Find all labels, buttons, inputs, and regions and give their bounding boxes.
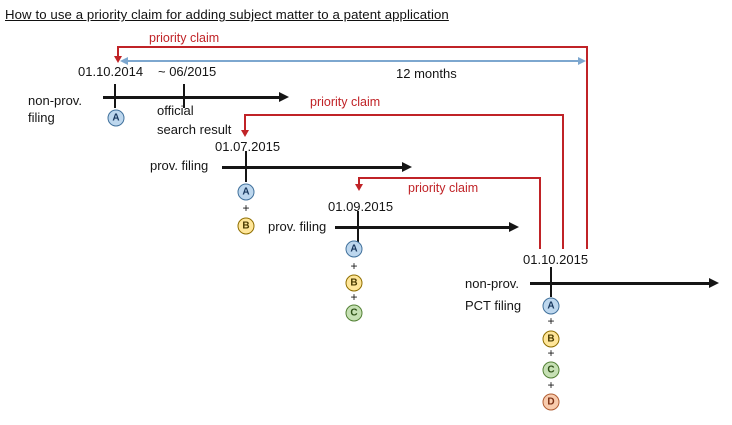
priority-claim-line-1-vertical [586, 46, 588, 249]
priority-claim-3-arrow-down-icon [355, 184, 363, 191]
arrow-left-icon [120, 57, 128, 65]
subject-circle-b: B [237, 217, 255, 235]
timeline1-tick-filing [114, 84, 116, 108]
timeline1-arrow-line [103, 96, 280, 99]
priority-claim-label-1: priority claim [149, 31, 220, 45]
timeline1-note-line2: search result [157, 122, 232, 137]
priority-claim-line-3-horizontal [358, 177, 541, 179]
plus-sign: + [350, 290, 358, 304]
subject-circle-b: B [542, 330, 560, 348]
timeline1-date: 01.10.2014 [78, 64, 144, 79]
timeline2-arrowhead-icon [402, 162, 412, 172]
timeline4-label-line2: PCT filing [465, 298, 522, 313]
subject-circle-a: A [345, 240, 363, 258]
priority-claim-2-arrow-down-icon [241, 130, 249, 137]
timeline1-secondary-date: ~ 06/2015 [158, 64, 217, 79]
timeline4-arrow-line [530, 282, 709, 285]
diagram-title: How to use a priority claim for adding s… [5, 7, 449, 22]
priority-claim-line-1-drop [117, 46, 119, 57]
timeline2-date: 01.07.2015 [215, 139, 281, 154]
timeline3-tick-filing [357, 211, 359, 242]
timeline3-arrow-line [335, 226, 509, 229]
plus-sign: + [547, 346, 555, 360]
priority-claim-label-2: priority claim [310, 95, 381, 109]
plus-sign: + [547, 314, 555, 328]
timeline2-arrow-line [222, 166, 402, 169]
arrow-right-icon [578, 57, 586, 65]
priority-claim-line-2-drop [244, 114, 246, 130]
timeline4-label-line1: non-prov. [465, 276, 519, 291]
subject-circle-d: D [542, 393, 560, 411]
timeline1-tick-search [183, 84, 185, 108]
timeline3-label: prov. filing [268, 219, 327, 234]
timeline3-arrowhead-icon [509, 222, 519, 232]
priority-claim-label-3: priority claim [408, 181, 479, 195]
timeline4-tick-filing [550, 267, 552, 297]
subject-circle-a: A [107, 109, 125, 127]
subject-circle-c: C [542, 361, 560, 379]
priority-claim-line-3-vertical [539, 177, 541, 249]
timeline2-label: prov. filing [150, 158, 209, 173]
timeline2-tick-filing [245, 151, 247, 182]
priority-claim-line-3-drop [358, 177, 360, 185]
subject-circle-c: C [345, 304, 363, 322]
priority-claim-line-2-horizontal [244, 114, 564, 116]
plus-sign: + [242, 201, 250, 215]
plus-sign: + [350, 259, 358, 273]
twelve-months-label: 12 months [396, 66, 457, 81]
timeline1-arrowhead-icon [279, 92, 289, 102]
subject-circle-b: B [345, 274, 363, 292]
priority-claim-1-arrow-down-icon [114, 56, 122, 63]
priority-claim-line-1-horizontal [117, 46, 588, 48]
timeline3-date: 01.09.2015 [328, 199, 394, 214]
timeline1-label-line2: filing [28, 110, 55, 125]
timeline1-label-line1: non-prov. [28, 93, 82, 108]
timeline4-arrowhead-icon [709, 278, 719, 288]
priority-claim-line-2-vertical [562, 114, 564, 249]
plus-sign: + [547, 378, 555, 392]
timeline4-date: 01.10.2015 [523, 252, 589, 267]
subject-circle-a: A [237, 183, 255, 201]
subject-circle-a: A [542, 297, 560, 315]
timeline1-note-line1: official [157, 103, 194, 118]
twelve-months-arrow-line [127, 60, 579, 62]
